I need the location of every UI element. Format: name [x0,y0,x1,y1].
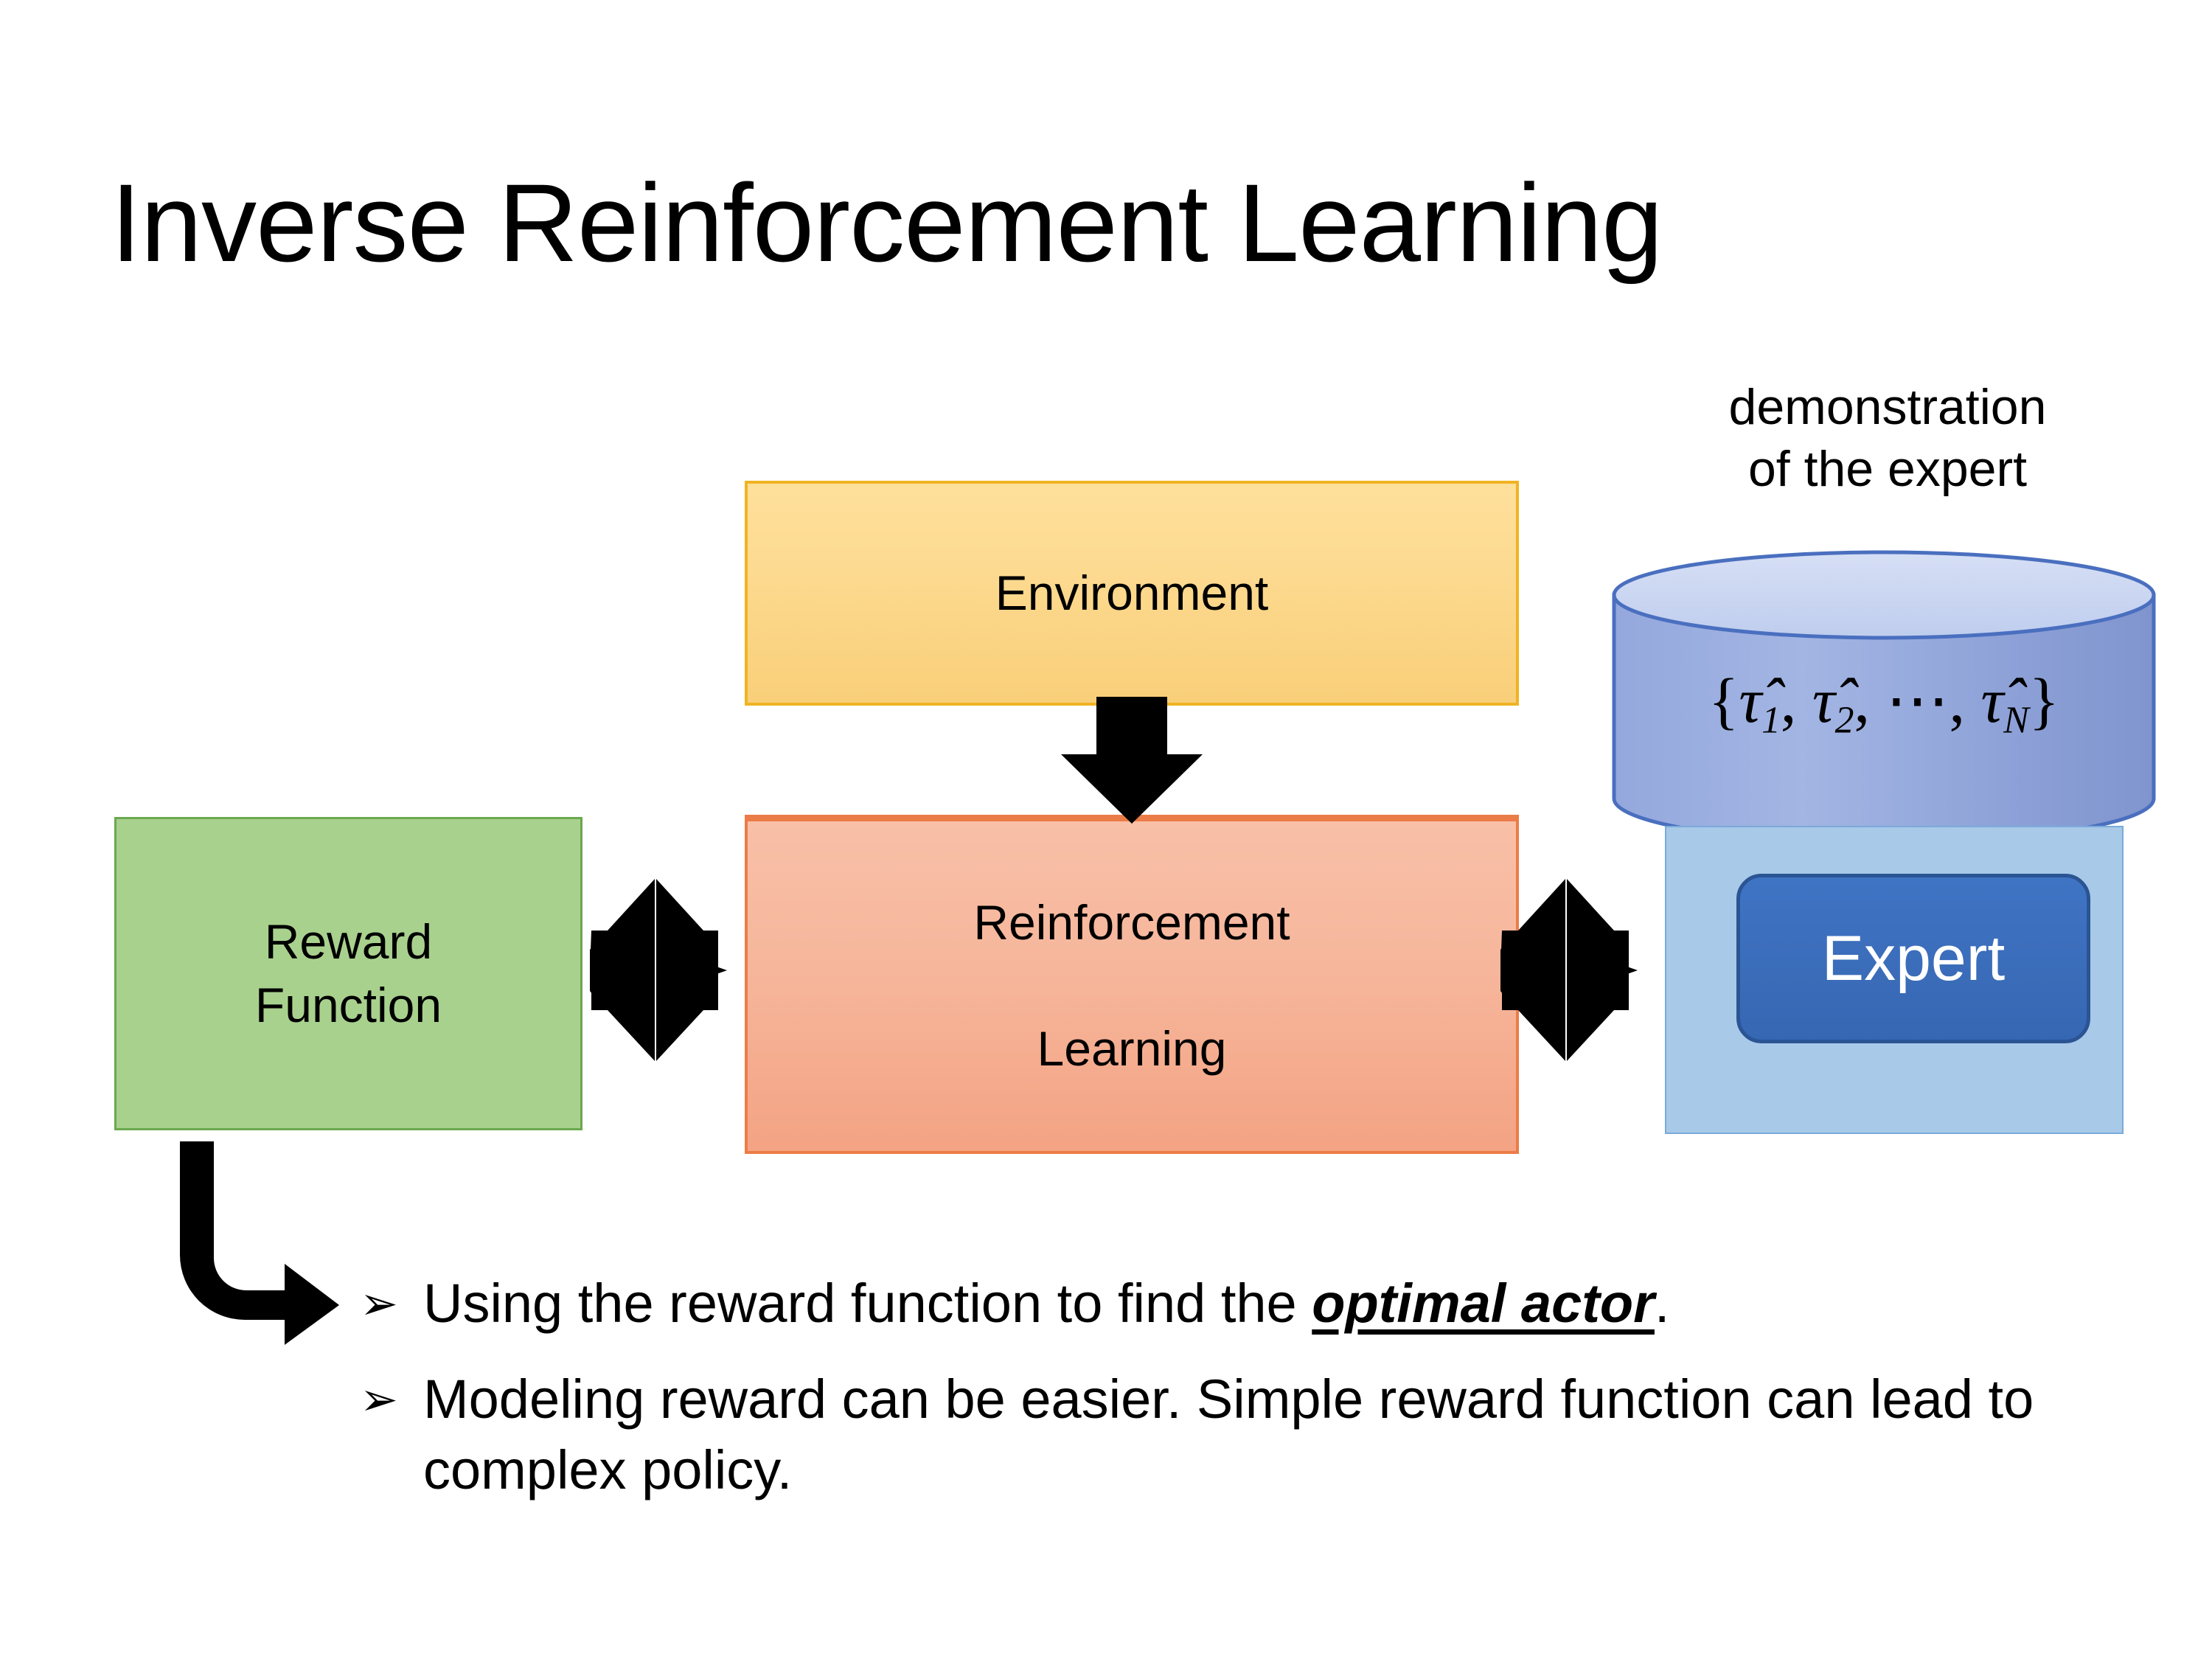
reinforcement-learning-box-label: Reinforcement Learning [973,891,1290,1081]
set-sep-3: , [1949,665,1981,736]
down-arrow-icon [1061,697,1203,824]
bullet-list: ➢ Using the reward function to find the … [360,1268,2056,1531]
expert-box-label: Expert [1821,922,2006,994]
set-open-brace: { [1708,665,1739,736]
four-way-arrow-icon-right [1500,879,1638,1061]
bullet-1-emphasis: optimal actor [1312,1273,1655,1334]
set-close-brace: } [2028,665,2059,736]
bullet-1-prefix: Using the reward function to find the [423,1273,1312,1334]
reward-label-line2: Function [254,977,442,1032]
reward-function-box[interactable]: Reward Function [114,817,582,1130]
list-item: ➢ Using the reward function to find the … [360,1268,2056,1339]
set-item-n-subscript: N [2003,699,2029,742]
reward-function-box-label: Reward Function [255,911,442,1037]
bullet-arrow-icon: ➢ [360,1372,398,1427]
bullet-1-suffix: . [1654,1273,1670,1334]
set-sep-2: , [1854,665,1886,736]
demonstration-caption-line2: of the expert [1747,441,2028,498]
demonstration-caption: demonstration of the expert [1622,376,2153,501]
reinforcement-learning-box[interactable]: Reinforcement Learning [745,815,1519,1154]
set-item-1-subscript: 1 [1761,699,1781,742]
expert-box[interactable]: Expert [1736,874,2090,1043]
demonstration-caption-line1: demonstration [1728,379,2047,435]
environment-box[interactable]: Environment [745,481,1519,706]
set-item-1: τ̂ [1739,665,1762,736]
set-item-2: τ̂ [1812,665,1835,736]
set-item-2-subscript: 2 [1834,699,1854,742]
rl-label-line1: Reinforcement [973,894,1290,950]
four-way-arrow-icon-left [590,879,727,1061]
reward-label-line1: Reward [264,914,433,969]
demonstration-set-notation: {τ̂1, τ̂2, ⋯, τ̂N} [1611,664,2157,742]
set-ellipsis: ⋯ [1885,665,1950,736]
bullet-text-2: Modeling reward can be easier. Simple re… [423,1368,2034,1501]
list-item: ➢ Modeling reward can be easier. Simple … [360,1364,2056,1506]
environment-box-label: Environment [995,565,1269,620]
rl-label-line2: Learning [1037,1021,1227,1077]
set-item-n: τ̂ [1980,665,2004,736]
bullet-arrow-icon: ➢ [360,1276,398,1330]
set-sep-1: , [1780,665,1812,736]
demonstration-cylinder [1611,549,2157,844]
bullet-text-1: Using the reward function to find the op… [423,1268,2056,1339]
page-title: Inverse Reinforcement Learning [111,161,1663,285]
bent-arrow-icon [180,1141,339,1345]
